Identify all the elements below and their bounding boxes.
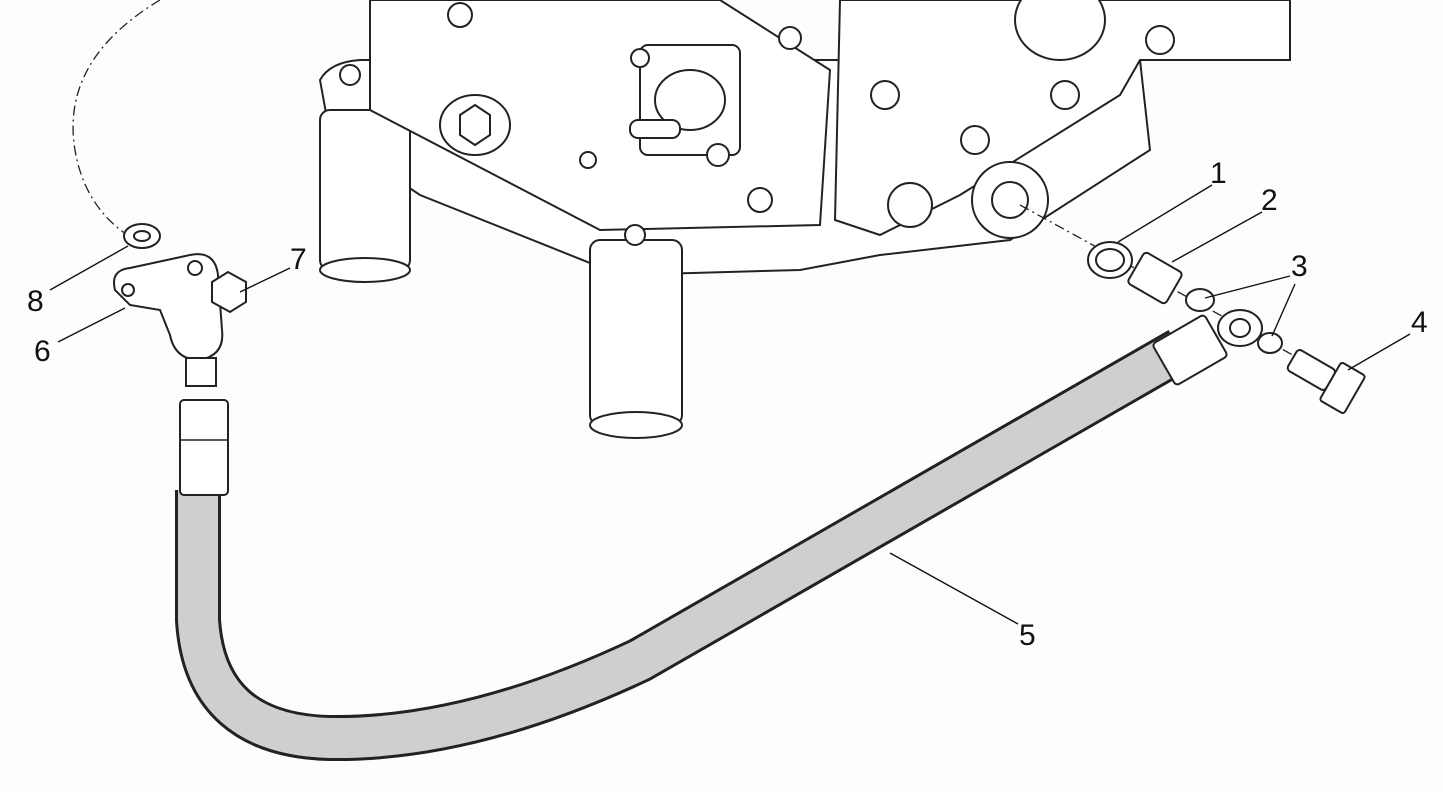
callout-5: 5	[1019, 619, 1036, 652]
engine-block	[318, 0, 1291, 439]
leader-3a	[1204, 275, 1291, 299]
centerline-left	[72, 0, 161, 241]
hose	[175, 309, 1263, 762]
leader-1	[1117, 184, 1213, 243]
leader-8	[49, 245, 129, 291]
callout-2: 2	[1261, 184, 1278, 217]
leader-3b	[1271, 283, 1296, 337]
callout-3: 3	[1291, 250, 1308, 283]
callout-8: 8	[27, 285, 44, 318]
leader-6	[57, 307, 126, 343]
callout-4: 4	[1411, 306, 1428, 339]
leader-5	[889, 552, 1019, 625]
callout-7: 7	[290, 243, 307, 276]
leader-4	[1347, 333, 1411, 371]
fittings-right	[1087, 241, 1366, 414]
callout-6: 6	[34, 335, 51, 368]
bracket-assembly	[113, 223, 247, 387]
callout-1: 1	[1210, 157, 1227, 190]
leader-7	[239, 267, 291, 293]
leader-2	[1171, 211, 1263, 263]
